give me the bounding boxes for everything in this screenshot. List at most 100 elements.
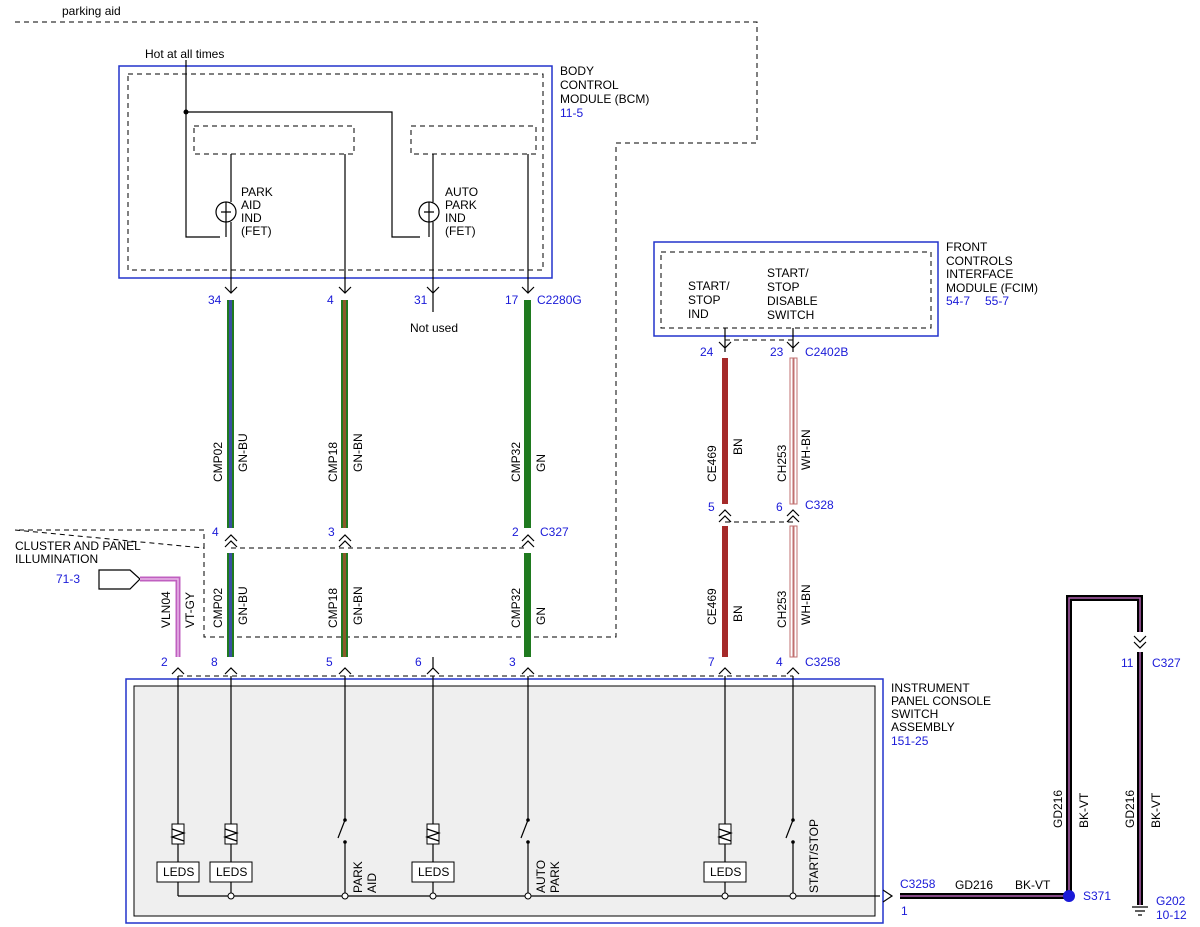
start-stop-switch-icon: START/STOP: [785, 815, 821, 893]
svg-text:AID: AID: [365, 873, 379, 893]
svg-text:4: 4: [327, 293, 334, 307]
cluster-connector-icon: [98, 569, 141, 590]
start-stop-ind-label: START/ STOP IND: [688, 279, 730, 321]
wire-ce469-upper: [722, 358, 728, 504]
bcm-block-outputs: [344, 154, 529, 292]
auto-park-ind-label: AUTO PARK IND (FET): [445, 185, 478, 238]
svg-text:CMP02: CMP02: [211, 442, 225, 482]
not-used-label: Not used: [410, 321, 458, 335]
svg-text:31: 31: [414, 293, 428, 307]
svg-text:IND: IND: [688, 307, 709, 321]
led-group-2: LEDS: [209, 823, 253, 883]
fcim-connector-c2402b: 24 23 C2402B: [700, 328, 848, 359]
svg-text:BK-VT: BK-VT: [1149, 792, 1163, 828]
svg-text:WH-BN: WH-BN: [799, 584, 813, 625]
led-group-4: LEDS: [703, 823, 747, 883]
svg-text:BODY: BODY: [560, 64, 594, 78]
svg-text:START/STOP: START/STOP: [807, 819, 821, 893]
svg-text:IND: IND: [241, 211, 262, 225]
svg-text:STOP: STOP: [688, 293, 720, 307]
svg-text:6: 6: [415, 655, 422, 669]
svg-text:CMP18: CMP18: [326, 588, 340, 628]
bcm-auto-park-block: [410, 125, 537, 155]
svg-text:7: 7: [708, 655, 715, 669]
fcim-box: [653, 241, 939, 337]
svg-text:11: 11: [1121, 656, 1134, 670]
svg-text:STOP: STOP: [767, 280, 799, 294]
svg-text:(FET): (FET): [445, 224, 476, 238]
fcim-inner-dashed: [660, 251, 932, 329]
svg-text:71-3: 71-3: [56, 572, 80, 586]
svg-text:PANEL CONSOLE: PANEL CONSOLE: [891, 694, 991, 708]
auto-park-fet-wire: [424, 154, 434, 292]
wire-cmp02-upper-stripe: [229, 300, 232, 528]
bcm-label: BODY CONTROL MODULE (BCM) 11-5: [560, 64, 649, 120]
bcm-inner-dashed: [127, 73, 544, 271]
svg-text:CONTROLS: CONTROLS: [946, 254, 1013, 268]
svg-text:GD216: GD216: [955, 878, 993, 892]
svg-text:INTERFACE: INTERFACE: [946, 267, 1013, 281]
svg-text:IND: IND: [445, 211, 466, 225]
ipcs-box: [125, 678, 884, 924]
park-aid-switch-icon: PARK AID: [337, 815, 379, 893]
wire-cmp02-lower-stripe: [229, 553, 232, 657]
wire-cmp18-upper-stripe: [343, 300, 346, 528]
parking-aid-outline: [14, 21, 758, 638]
svg-text:MODULE (FCIM): MODULE (FCIM): [946, 281, 1038, 295]
park-aid-ind-label: PARK AID IND (FET): [241, 185, 273, 238]
svg-text:CMP02: CMP02: [211, 588, 225, 628]
bcm-splice-dot: [183, 109, 189, 115]
svg-text:AUTO: AUTO: [445, 185, 478, 199]
svg-text:CLUSTER AND PANEL: CLUSTER AND PANEL: [15, 539, 141, 553]
svg-text:CH253: CH253: [775, 590, 789, 628]
svg-text:2: 2: [161, 655, 168, 669]
svg-text:C328: C328: [805, 498, 834, 512]
wire-labels-upper: CMP02 GN-BU CMP18 GN-BN CMP32 GN: [211, 433, 548, 482]
svg-text:VLN04: VLN04: [159, 591, 173, 628]
svg-text:CE469: CE469: [705, 588, 719, 625]
svg-text:AUTO: AUTO: [534, 860, 548, 893]
svg-text:PARK: PARK: [351, 861, 365, 893]
svg-text:BN: BN: [731, 605, 745, 622]
svg-text:CH253: CH253: [775, 444, 789, 482]
svg-text:C2402B: C2402B: [805, 345, 848, 359]
bcm-power-feed: [185, 60, 420, 238]
svg-text:AID: AID: [241, 198, 261, 212]
svg-text:ILLUMINATION: ILLUMINATION: [15, 552, 98, 566]
led-group-1: LEDS: [156, 823, 200, 883]
svg-text:LEDS: LEDS: [710, 865, 741, 879]
connector-c3258: 2 8 5 6 3 7 4 C3258: [161, 655, 841, 677]
svg-text:MODULE (BCM): MODULE (BCM): [560, 92, 649, 106]
svg-text:BK-VT: BK-VT: [1015, 878, 1051, 892]
svg-text:BN: BN: [731, 438, 745, 455]
svg-text:START/: START/: [688, 279, 730, 293]
fcim-label: FRONT CONTROLS INTERFACE MODULE (FCIM) 5…: [946, 240, 1038, 308]
svg-text:CMP32: CMP32: [509, 588, 523, 628]
svg-text:PARK: PARK: [548, 861, 562, 893]
wire-labels-fcim-lower: CE469 BN CH253 WH-BN: [705, 584, 813, 628]
wire-cmp32-upper: [524, 300, 531, 528]
ground-circuit: C3258 1 GD216 BK-VT GD216 BK-VT S371 11 …: [882, 595, 1187, 922]
wire-labels-fcim-upper: CE469 BN CH253 WH-BN: [705, 429, 813, 482]
svg-text:5: 5: [326, 655, 333, 669]
svg-text:GN: GN: [534, 607, 548, 625]
svg-text:3: 3: [509, 655, 516, 669]
svg-text:LEDS: LEDS: [418, 865, 449, 879]
svg-text:2: 2: [512, 525, 519, 539]
svg-text:FRONT: FRONT: [946, 240, 988, 254]
svg-text:GN-BN: GN-BN: [351, 433, 365, 472]
svg-text:SWITCH: SWITCH: [891, 707, 938, 721]
svg-text:WH-BN: WH-BN: [799, 429, 813, 470]
svg-text:5: 5: [708, 500, 715, 514]
svg-text:151-25: 151-25: [891, 734, 929, 748]
hot-at-all-times-label: Hot at all times: [145, 47, 224, 61]
svg-text:17: 17: [505, 293, 519, 307]
ipcs-label: INSTRUMENT PANEL CONSOLE SWITCH ASSEMBLY…: [891, 681, 991, 748]
svg-text:DISABLE: DISABLE: [767, 294, 818, 308]
wire-gd216: [900, 595, 1143, 899]
svg-text:C327: C327: [540, 525, 569, 539]
svg-text:23: 23: [770, 345, 784, 359]
svg-text:54-7: 54-7: [946, 294, 970, 308]
svg-text:PARK: PARK: [241, 185, 273, 199]
